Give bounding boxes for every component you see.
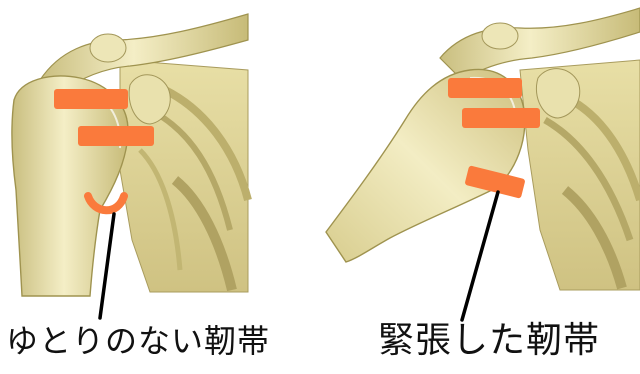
left-panel [12, 14, 248, 318]
pointer-line-right [462, 192, 498, 320]
caption-loose-ligament: ゆとりのない靭帯 [6, 316, 286, 366]
ligament-bar [462, 108, 540, 128]
pointer-line-left [100, 214, 114, 318]
ligament-bar [448, 78, 522, 98]
ligament-bar [54, 89, 128, 109]
humerus-left [12, 76, 128, 296]
caption-tense-ligament: 緊張した靭帯 [378, 316, 618, 366]
humerus-right [326, 69, 525, 262]
ligament-bar [78, 126, 154, 146]
right-panel [326, 8, 640, 320]
